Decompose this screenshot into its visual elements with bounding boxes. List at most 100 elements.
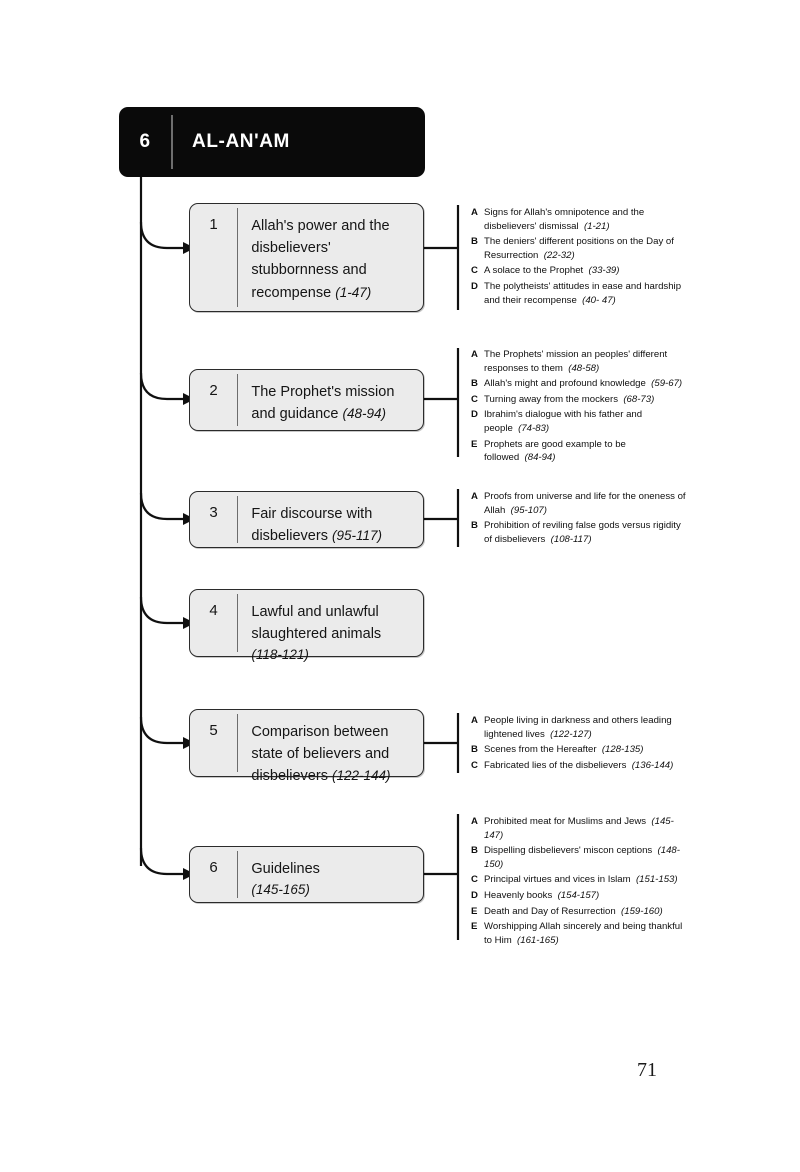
subitem-title: Death and Day of Resurrection [484,905,616,917]
subitem-row[interactable]: C A solace to the Prophet (33-39) [471,264,686,278]
subitem-label: C [471,874,478,886]
section-range: (95-117) [332,528,383,544]
subitem-title: Ibrahim's dialogue with his father and p… [484,409,643,435]
section-divider [237,208,239,307]
subitem-row[interactable]: D The polytheists' attitudes in ease and … [471,280,686,307]
subitem-range: (154-157) [552,890,600,902]
subitem-label: D [471,281,478,293]
subitem-text: Prohibition of reviling false gods versu… [484,519,686,546]
subitem-range: (108-117) [545,533,592,545]
subitem-text: Proofs from universe and life for the on… [484,490,686,517]
subitem-range: (33-39) [583,265,620,277]
subitem-label: C [471,393,478,405]
section-range: (145-165) [251,882,310,898]
subitem-title: A solace to the Prophet [484,265,584,277]
subitem-text: People living in darkness and others lea… [484,714,686,741]
subitem-title: Fabricated lies of the disbelievers [484,759,627,771]
subitem-label: C [471,265,478,277]
subitem-row[interactable]: A Signs for Allah's omnipotence and the d… [471,206,686,233]
subitem-label: C [471,759,478,771]
subitem-label: E [471,438,478,450]
subitem-range: (68-73) [618,393,655,405]
subitem-title: The polytheists' attitudes in ease and h… [484,281,682,306]
arrowhead-group [183,242,195,880]
subitem-range: (151-153) [630,874,678,886]
subitem-range: (161-165) [511,934,559,946]
subitem-range: (48-58) [562,362,600,374]
page-number: 71 [637,1059,657,1081]
subitem-row[interactable]: C Turning away from the mockers (68-73) [471,393,686,407]
subitem-label: E [471,921,478,933]
subitem-row[interactable]: E Death and Day of Resurrection (159-160) [471,905,686,919]
section-box-5[interactable]: 5 Comparison between state of believers … [189,709,424,784]
subitem-text: Principal virtues and vices in Islam (15… [484,873,678,887]
subitem-title: Prophets are good example to be followed [484,438,626,464]
subitem-range: (148-150) [484,845,680,870]
subitem-range: (1-21) [578,220,610,232]
subitem-text: The polytheists' attitudes in ease and h… [484,280,686,307]
subitem-text: Worshipping Allah sincerely and being th… [484,920,686,947]
subitem-text: Ibrahim's dialogue with his father and p… [484,408,686,435]
section-title: Fair discourse with disbelievers (95-117… [238,492,423,547]
subitem-range: (84-94) [519,452,556,464]
section-title: Guidelines (145-165) [238,847,423,902]
chapter-number: 6 [139,131,151,152]
section-title: The Prophet's mission and guidance (48-9… [238,370,423,430]
section-number: 1 [209,216,218,233]
subitem-label: A [471,715,478,726]
section-title-text: Allah's power and the disbelievers' stub… [251,218,390,301]
subitem-text: Death and Day of Resurrection (159-160) [484,905,663,919]
subitem-row[interactable]: B Scenes from the Hereafter (128-135) [471,743,686,757]
section-title-text: Guidelines [251,861,320,877]
subitem-title: The Prophets' mission an peoples' differ… [484,349,668,374]
subitem-range: (145-147) [484,816,674,841]
subitem-title: People living in darkness and others lea… [484,715,672,740]
subitem-title: The deniers' different positions on the … [484,236,674,261]
subitem-text: Turning away from the mockers (68-73) [484,393,654,407]
section-number: 2 [209,382,218,399]
section-box-3[interactable]: 3 Fair discourse with disbelievers (95-1… [189,491,424,548]
subitem-title: Signs for Allah's omnipotence and the di… [484,207,645,232]
section-divider [237,594,239,652]
section-box-2[interactable]: 2 The Prophet's mission and guidance (48… [189,369,424,431]
header-divider [171,115,173,169]
section-box-6[interactable]: 6 Guidelines (145-165) [189,846,424,903]
subitem-text: Scenes from the Hereafter (128-135) [484,743,643,757]
subitem-label: A [471,491,478,502]
subitem-label: B [471,744,478,756]
section-title-text: Lawful and unlawful slaughtered animals [251,604,382,643]
chapter-header: 6 AL-AN'AM [119,107,425,177]
section-title-text: Comparison between state of believers an… [251,724,390,785]
section-box-4[interactable]: 4 Lawful and unlawful slaughtered animal… [189,589,424,662]
subitem-title: Prohibited meat for Muslims and Jews [484,816,647,827]
section-range: (1-47) [335,284,372,300]
section-number: 6 [209,859,218,876]
subitem-row[interactable]: E Prophets are good example to be followe… [471,438,686,465]
subitem-row[interactable]: C Fabricated lies of the disbelievers (13… [471,759,686,773]
subitem-row[interactable]: C Principal virtues and vices in Islam (1… [471,873,686,887]
subitem-row[interactable]: A Proofs from universe and life for the o… [471,490,686,517]
subitem-row[interactable]: A People living in darkness and others le… [471,714,686,741]
subitem-text: Fabricated lies of the disbelievers (136… [484,759,673,773]
subitem-label: E [471,905,478,917]
subitem-label: A [471,207,478,218]
subitem-range: (74-83) [512,423,550,435]
subitem-title: Allah's might and profound knowledge [484,378,646,390]
section-divider [237,374,239,426]
subitem-list-3: A Proofs from universe and life for the o… [471,490,686,548]
section-title-text: Fair discourse with disbelievers [251,506,373,545]
subitem-title: Proofs from universe and life for the on… [484,491,686,516]
subitem-text: Signs for Allah's omnipotence and the di… [484,206,686,233]
subitem-row[interactable]: E Worshipping Allah sincerely and being t… [471,920,686,947]
section-box-1[interactable]: 1 Allah's power and the disbelievers' st… [189,203,424,312]
